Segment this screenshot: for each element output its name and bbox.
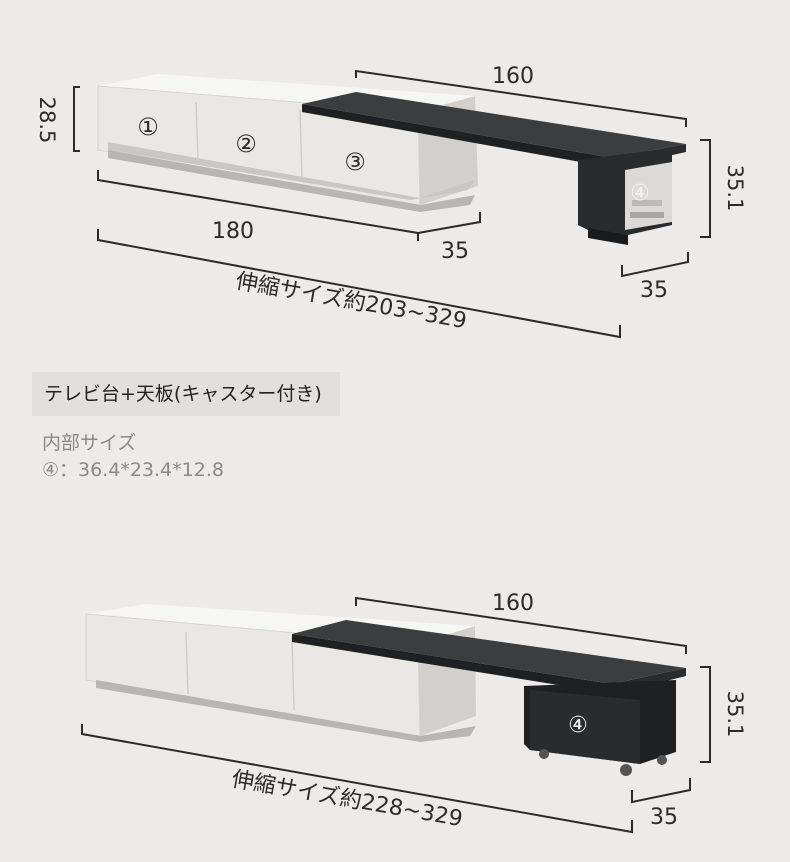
inner-size-title: 内部サイズ (42, 432, 137, 454)
caster-wheel (620, 764, 632, 776)
side-depth-label: 35 (640, 278, 668, 303)
top-board-dark (292, 620, 686, 776)
tv-cabinet-white (97, 74, 478, 212)
dim-top-width (355, 69, 687, 127)
dim-side-height (700, 666, 711, 763)
dim-extend-range (97, 229, 621, 339)
top-dimension-diagram: 28.5 160 180 35 35.1 35 伸縮サイズ約203~329 ① … (0, 0, 790, 350)
tv-cabinet-white (85, 604, 476, 742)
caster-wheel (657, 755, 667, 765)
bottom-dimension-diagram: 160 35.1 35 伸縮サイズ約228~329 ④ (0, 540, 790, 862)
inner-size-value: ④：36.4*23.4*12.8 (42, 459, 224, 481)
side-height-label: 35.1 (723, 165, 747, 212)
compartment-label-4: ④ (568, 713, 588, 738)
dim-height-left (73, 86, 80, 152)
top-diagram-svg: 28.5 160 180 35 35.1 35 伸縮サイズ約203~329 ① … (35, 64, 747, 339)
dim-extend-range (81, 724, 633, 834)
dim-top-width (355, 596, 687, 654)
dim-inner-extension (417, 212, 481, 234)
dim-side-height (700, 139, 711, 238)
product-name-tag: テレビ台+天板(キャスター付き) (32, 372, 340, 416)
side-depth-label: 35 (650, 805, 678, 830)
inner-size-block: 内部サイズ ④：36.4*23.4*12.8 (42, 430, 224, 484)
compartment-label-4: ④ (630, 181, 650, 206)
dim-base-width (97, 170, 419, 241)
drawer-label-2: ② (235, 130, 257, 158)
top-width-label: 160 (492, 64, 534, 89)
caster-wheel (539, 749, 549, 759)
dim-side-depth (621, 252, 689, 278)
top-board-dark (302, 92, 686, 245)
extend-range-label: 伸縮サイズ約228~329 (230, 767, 465, 832)
base-width-label: 180 (212, 219, 254, 244)
height-label: 28.5 (35, 97, 59, 144)
top-width-label: 160 (492, 591, 534, 616)
bottom-diagram-svg: 160 35.1 35 伸縮サイズ約228~329 ④ (81, 591, 747, 834)
dim-side-depth (631, 778, 691, 804)
drawer-label-3: ③ (344, 148, 366, 176)
drawer-label-1: ① (137, 113, 159, 141)
inner-extension-label: 35 (441, 239, 469, 264)
side-height-label: 35.1 (723, 691, 747, 738)
